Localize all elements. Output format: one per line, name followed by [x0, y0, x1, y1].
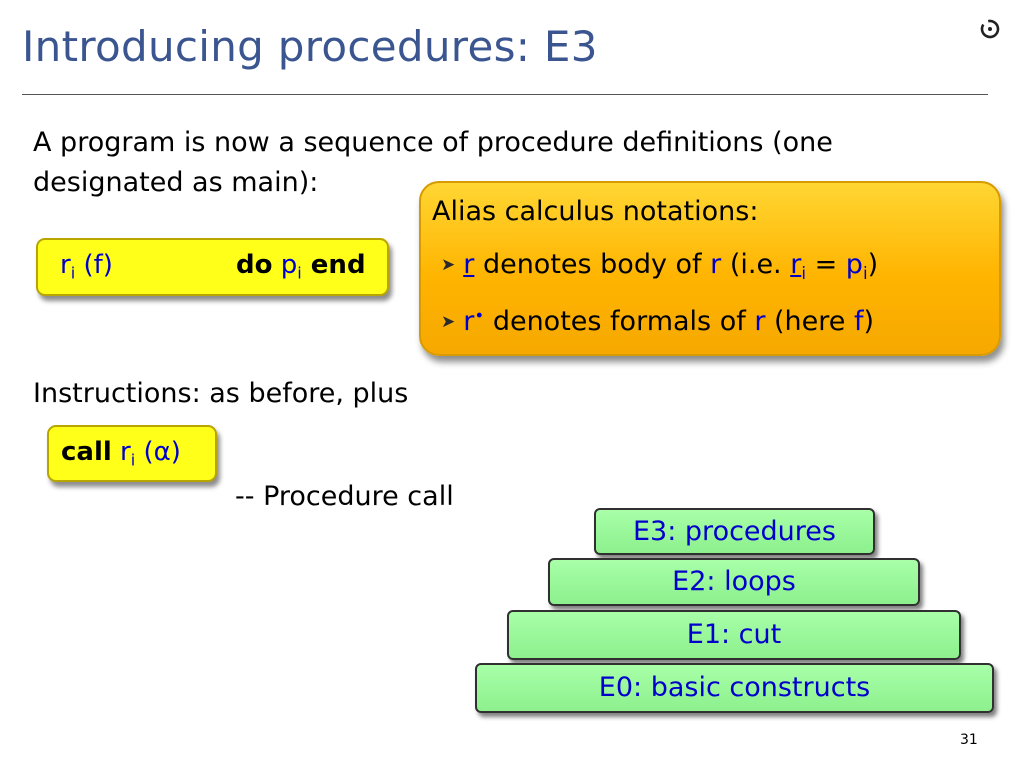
- r-ref: r: [710, 249, 722, 280]
- intro-text: A program is now a sequence of procedure…: [33, 123, 833, 203]
- title-divider: [22, 94, 988, 95]
- r-formal: r: [463, 306, 475, 337]
- level-e1: E1: cut: [507, 610, 961, 660]
- page-number: 31: [960, 732, 978, 748]
- bullet1-text: denotes body of: [474, 249, 711, 280]
- ri-r: r: [790, 249, 802, 280]
- pi-sub: i: [862, 262, 868, 283]
- proc-body: p: [272, 250, 298, 280]
- keyword-call: call: [61, 437, 112, 467]
- bullet2-text: denotes formals of: [484, 306, 755, 337]
- call-name-sub: i: [130, 450, 136, 470]
- level-e0: E0: basic constructs: [475, 663, 994, 713]
- bullet2-here: (here: [765, 306, 854, 337]
- level-e3: E3: procedures: [594, 508, 875, 555]
- alias-bullet-body: ➤r denotes body of r (i.e. ri = pi): [441, 249, 879, 283]
- proc-body-sub: i: [297, 263, 302, 283]
- alias-bullet-formals: ➤r• denotes formals of r (here f): [441, 306, 874, 337]
- arrow-bullet-icon: ➤: [441, 312, 456, 332]
- keyword-end: end: [301, 250, 366, 280]
- pi-p: p: [845, 249, 863, 280]
- procedure-call-comment: -- Procedure call: [235, 481, 454, 512]
- ri-sub: i: [801, 262, 806, 283]
- intro-line-1: A program is now a sequence of procedure…: [33, 127, 833, 158]
- r-formal-dot: •: [474, 305, 485, 326]
- bullet1-ie: (i.e.: [721, 249, 791, 280]
- f-param: f: [853, 306, 864, 337]
- proc-name: r: [60, 250, 71, 280]
- proc-name-sub: i: [70, 263, 76, 283]
- proc-param: (f): [75, 250, 113, 280]
- bullet1-eq: =: [806, 249, 846, 280]
- keyword-do: do: [236, 250, 273, 280]
- call-arg-open: (: [135, 437, 154, 467]
- call-name: r: [111, 437, 131, 467]
- procedure-definition-box: ri (f) do pi end: [36, 238, 389, 296]
- procedure-call-box: call ri (α): [47, 425, 217, 482]
- r-underlined: r: [463, 249, 475, 280]
- slide-title: Introducing procedures: E3: [22, 22, 598, 71]
- r-ref-2: r: [754, 306, 766, 337]
- intro-line-2: designated as main):: [33, 167, 319, 198]
- arrow-bullet-icon: ➤: [441, 255, 456, 275]
- instructions-text: Instructions: as before, plus: [33, 378, 409, 409]
- bullet2-close: ): [863, 306, 875, 337]
- level-e2: E2: loops: [548, 558, 920, 606]
- eth-logo-icon: [980, 19, 1000, 39]
- alias-heading: Alias calculus notations:: [432, 196, 759, 227]
- call-arg-alpha: α: [153, 437, 171, 467]
- bullet1-close: ): [867, 249, 879, 280]
- call-arg-close: ): [170, 437, 181, 467]
- ri-underlined: ri: [790, 249, 806, 283]
- alias-calculus-box: Alias calculus notations: ➤ r denotes bod…: [419, 181, 1001, 356]
